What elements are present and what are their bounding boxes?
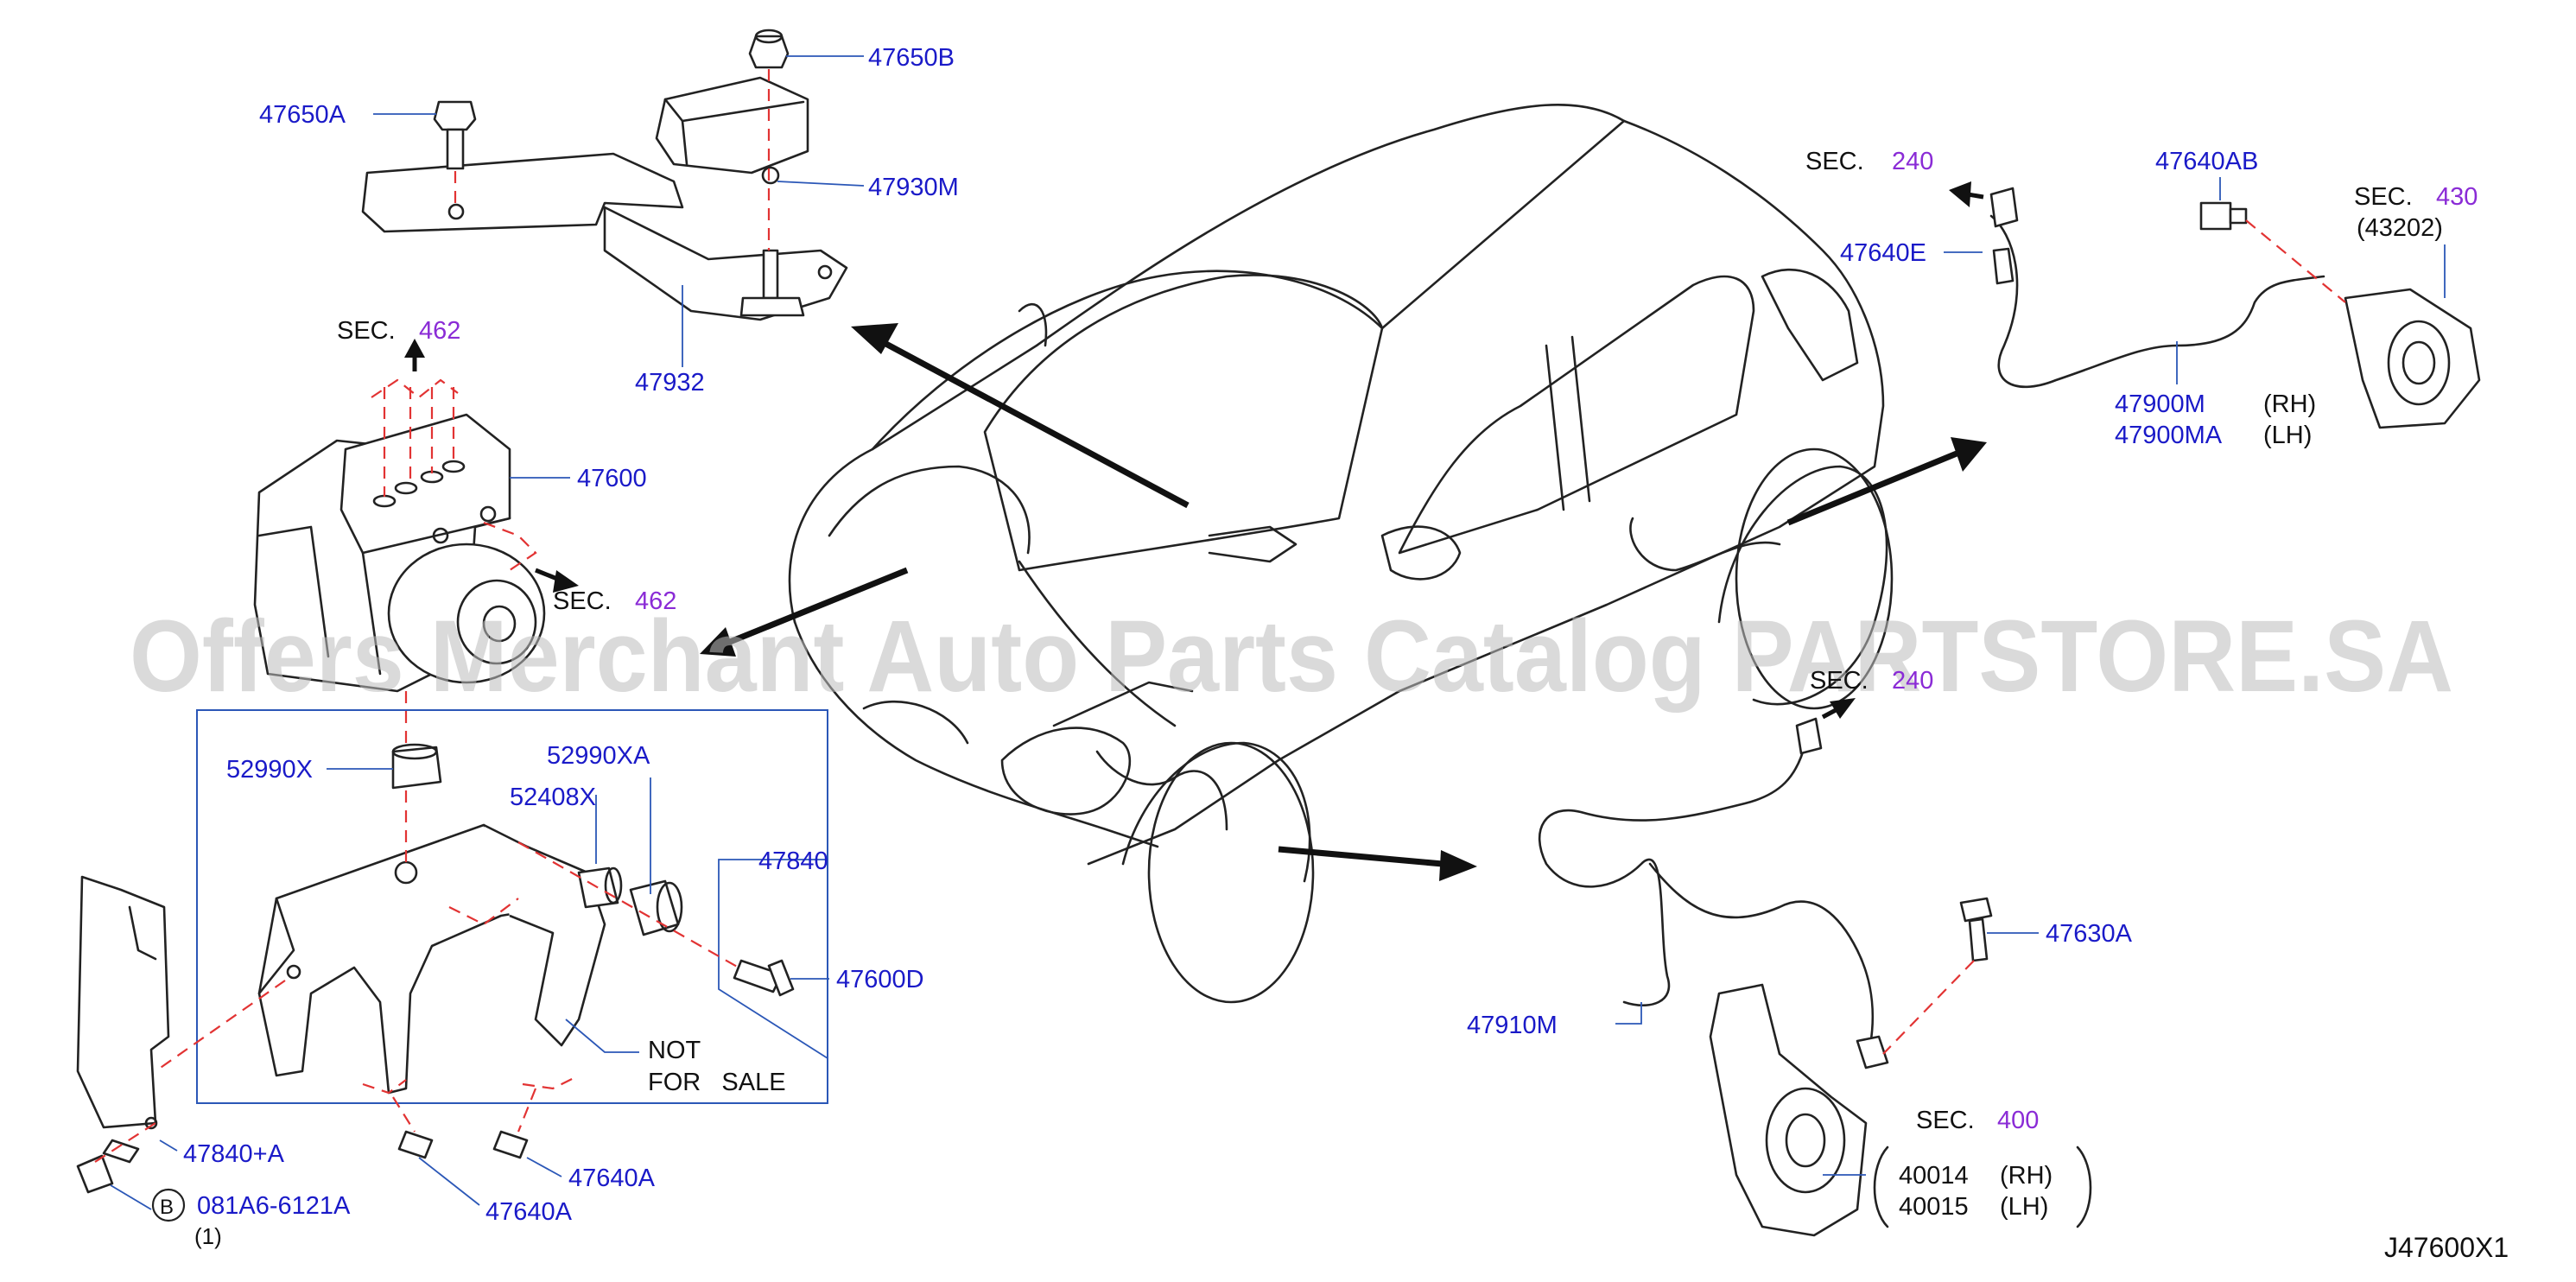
label-47932: 47932 [635,369,705,397]
sec-prefix-400: SEC. [1916,1107,1975,1134]
sec-prefix-240-mid: SEC. [1810,667,1869,695]
section-references: SEC. 462 SEC. 462 SEC. 240 SEC. 240 SEC.… [337,148,2478,1134]
label-52408X: 52408X [510,784,596,811]
sec-430: 430 [2436,183,2478,211]
leader-lines [110,55,2446,1210]
sec-prefix-462-mid: SEC. [553,587,612,615]
label-47840A: 47840+A [183,1140,285,1168]
sec-240-top: 240 [1892,148,1933,175]
label-47630A: 47630A [2046,920,2133,948]
yaw-sensor-bracket [361,29,848,321]
label-47600D: 47600D [836,966,924,993]
label-rh-40014: (RH) [2000,1162,2053,1190]
front-wheel-sensor [1538,698,1993,1237]
label-47910M: 47910M [1467,1012,1558,1039]
label-43202: (43202) [2357,214,2443,242]
label-52990XA: 52990XA [547,742,650,770]
label-47900MA: 47900MA [2115,422,2223,449]
not-for-sale-line2: FOR SALE [648,1069,786,1096]
label-47650B: 47650B [868,44,955,72]
abs-bracket [257,743,795,1133]
sec-prefix-462-top: SEC. [337,317,396,345]
label-47650A: 47650A [259,101,346,129]
label-47900M: 47900M [2115,390,2205,418]
sec-prefix-240-top: SEC. [1805,148,1864,175]
sec-prefix-430: SEC. [2354,183,2413,211]
label-lh-47900MA: (LH) [2263,422,2312,449]
watermark: Offers Merchant Auto Parts Catalog PARTS… [130,600,2453,714]
label-47640E: 47640E [1840,239,1926,267]
sec-240-mid: 240 [1892,667,1933,695]
sec-462-top: 462 [419,317,460,345]
rear-wheel-sensor [1949,181,2481,429]
label-47640A-1: 47640A [485,1198,573,1226]
label-40015: 40015 [1899,1193,1969,1221]
abs-actuator [253,339,579,743]
bracket-kit-box [196,709,828,1104]
label-47640A-2: 47640A [568,1165,656,1192]
label-rh-47900M: (RH) [2263,390,2316,418]
label-081A6-quantity: (1) [194,1223,222,1249]
label-081A6-6121A: 081A6-6121A [197,1192,351,1220]
bracket-plate-47840A [76,875,529,1194]
sec-462-mid: 462 [635,587,676,615]
label-lh-40015: (LH) [2000,1193,2048,1221]
diagram-code: J47600X1 [2384,1232,2509,1263]
label-40014: 40014 [1899,1162,1969,1190]
not-for-sale-line1: NOT [648,1037,701,1064]
label-47600: 47600 [577,465,647,492]
vehicle-outline [788,103,1894,1004]
label-47640AB: 47640AB [2155,148,2258,175]
label-52990X: 52990X [226,756,313,784]
bolt-ref-letter: B [160,1196,174,1219]
callout-arrows [700,323,1987,881]
sec-400: 400 [1997,1107,2039,1134]
part-labels: 47650A 47650B 47930M 47932 47600 52990X … [183,44,2443,1249]
label-47840: 47840 [758,847,828,875]
bolt-ref-circle [151,1188,186,1222]
label-47930M: 47930M [868,174,959,201]
